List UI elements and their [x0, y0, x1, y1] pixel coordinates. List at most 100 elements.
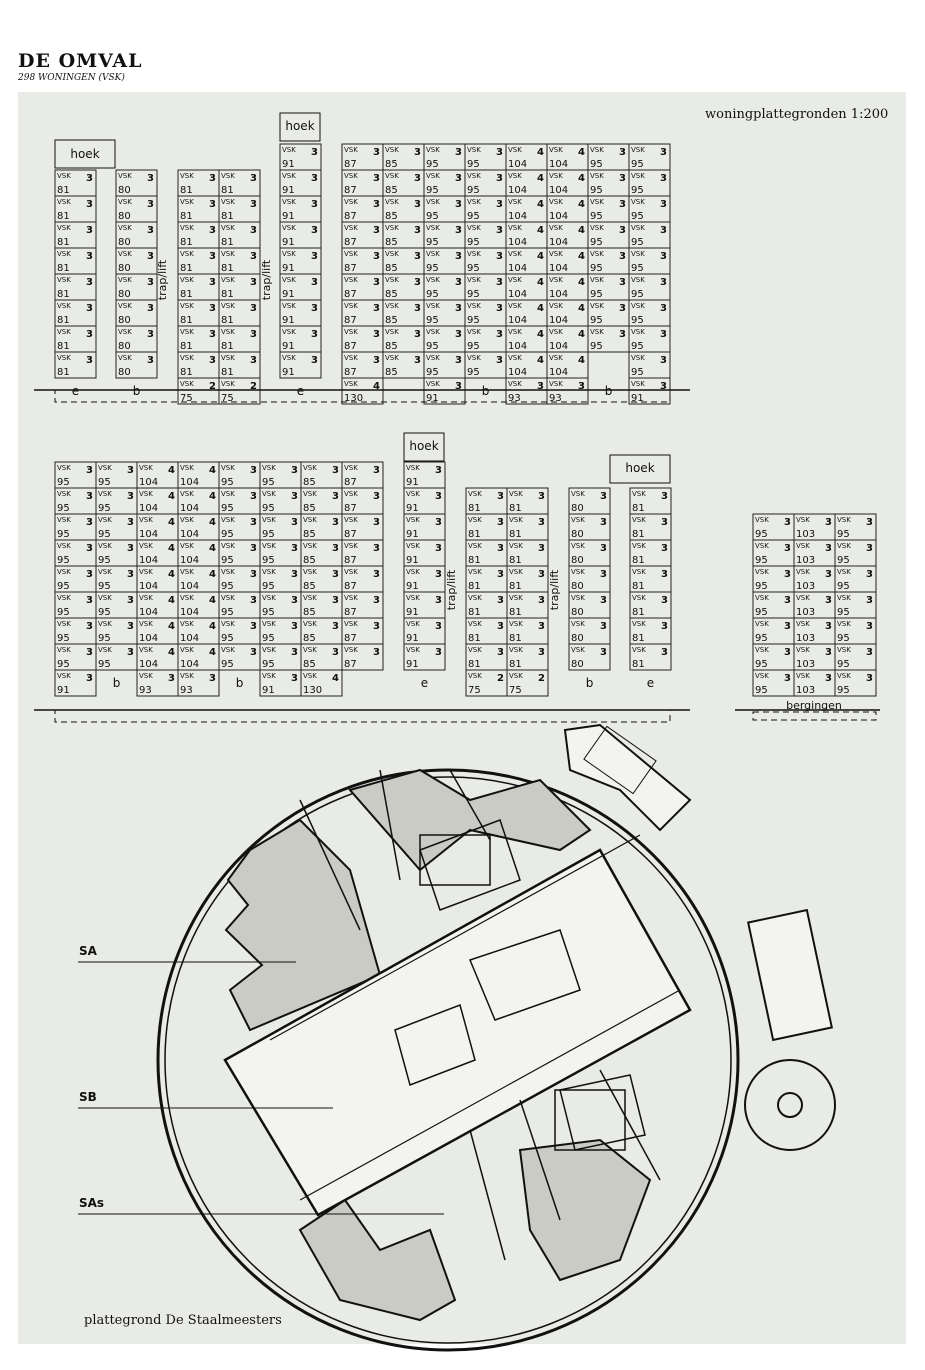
b2-bottom-6-area: 130 [303, 685, 322, 696]
b1-cell-r5-c13-area: 104 [508, 315, 527, 326]
b1-cell-r2-c11-vsk: VSK [426, 224, 440, 232]
b1-cell-r6-c13-area: 104 [508, 341, 527, 352]
b1-cell-r1-c2-area: 80 [118, 211, 131, 222]
b1-cell-r4-c13-area: 104 [508, 289, 527, 300]
zone-label-sa: SA [79, 944, 97, 958]
b1-cell-r3-c15-vsk: VSK [590, 250, 604, 258]
b2-cell-r1-c5-rooms: 3 [291, 491, 298, 502]
b1-cell-r2-c14-rooms: 4 [578, 225, 585, 236]
b1-cell-r3-c0-vsk: VSK [57, 250, 71, 258]
b1-cell-r3-c11-rooms: 3 [455, 251, 462, 262]
b1-top-c11-vsk: VSK [426, 146, 440, 154]
b1-cell-r1-c10-rooms: 3 [414, 199, 421, 210]
b1-cell-r0-c4-vsk: VSK [180, 172, 194, 180]
b1-cell-r7-c13-rooms: 4 [537, 355, 544, 366]
b2-cell-r0-c9-vsk: VSK [406, 464, 420, 472]
b2-cell-r3-c14-vsk: VSK [571, 542, 585, 550]
b2-cell-r5-c3-vsk: VSK [180, 594, 194, 602]
b2-cell-r1-c0-area: 95 [57, 503, 70, 514]
b1-top-c9-vsk: VSK [344, 146, 358, 154]
b2-bottom-9-rooms: 2 [538, 673, 545, 684]
b1-cell-r6-c9-area: 87 [344, 341, 357, 352]
b2-bottom-2-area: 93 [139, 685, 152, 696]
b1-cell-r1-c7-area: 91 [282, 211, 295, 222]
b2-cell-r2-c12-rooms: 3 [538, 517, 545, 528]
b2-cell-r5-c0-area: 95 [57, 607, 70, 618]
b1-cell-r3-c14-rooms: 4 [578, 251, 585, 262]
b1-cell-r2-c0-rooms: 3 [86, 225, 93, 236]
b1-bottom-5-rooms: 4 [373, 381, 380, 392]
b1-cell-r2-c2-rooms: 3 [147, 225, 154, 236]
b1-cell-r5-c2-vsk: VSK [118, 302, 132, 310]
b2-cell-r3-c1-vsk: VSK [98, 542, 112, 550]
b2-cell-r1-c12-area: 81 [509, 503, 522, 514]
b2-cell-r4-c2-area: 104 [139, 581, 158, 592]
b1-cell-r4-c16-rooms: 3 [660, 277, 667, 288]
b1-cell-r7-c11-area: 95 [426, 367, 439, 378]
b3-cell-r1-c2-rooms: 3 [866, 543, 873, 554]
b2-cell-r0-c2-vsk: VSK [139, 464, 153, 472]
b1-cell-r2-c15-rooms: 3 [619, 225, 626, 236]
b2-cell-r7-c7-box [341, 643, 384, 671]
b2-cell-r0-c6-rooms: 3 [332, 465, 339, 476]
b2-cell-r6-c4-rooms: 3 [250, 621, 257, 632]
b1-cell-r6-c5-rooms: 3 [250, 329, 257, 340]
b3-cell-r0-c2-rooms: 3 [866, 517, 873, 528]
b1-cell-r0-c11-rooms: 3 [455, 173, 462, 184]
b2-cell-r4-c14-vsk: VSK [571, 568, 585, 576]
b1-cell-r6-c9-vsk: VSK [344, 328, 358, 336]
b1-cell-r2-c9-rooms: 3 [373, 225, 380, 236]
b1-cell-r2-c9-area: 87 [344, 237, 357, 248]
b1-cell-r7-c14-vsk: VSK [549, 354, 563, 362]
b2-cell-r7-c1-rooms: 3 [127, 647, 134, 658]
b1-cell-r5-c13-vsk: VSK [508, 302, 522, 310]
b1-cell-r3-c12-area: 95 [467, 263, 480, 274]
b3-cell-r6-c2-area: 95 [837, 685, 850, 696]
b2-cell-r4-c3-rooms: 4 [209, 569, 216, 580]
b2-trap-label-1: trap/lift [445, 569, 458, 610]
b1-bottom-9-area: 93 [549, 393, 562, 404]
plan-spiral-stair [744, 1059, 836, 1151]
b2-cell-r0-c2-rooms: 4 [168, 465, 175, 476]
b1-cell-r4-c9-vsk: VSK [344, 276, 358, 284]
b1-bottom-5-box [341, 377, 384, 405]
b1-cell-r0-c13-vsk: VSK [508, 172, 522, 180]
b2-bottom-8-rooms: 2 [497, 673, 504, 684]
b2-cell-r2-c2-vsk: VSK [139, 516, 153, 524]
b2-bottom-3-rooms: 3 [209, 673, 216, 684]
b2-cell-r2-c9-vsk: VSK [406, 516, 420, 524]
b1-top-c15-area: 95 [590, 159, 603, 170]
plan-corridor-mid2 [299, 989, 681, 1201]
b2-cell-r1-c7-rooms: 3 [373, 491, 380, 502]
b1-cell-r5-c11-vsk: VSK [426, 302, 440, 310]
b2-cell-r3-c4-vsk: VSK [221, 542, 235, 550]
b1-cell-r5-c14-vsk: VSK [549, 302, 563, 310]
b2-bottom-tag-1: b [113, 676, 121, 690]
b2-cell-r5-c12-rooms: 3 [538, 595, 545, 606]
b2-cell-r3-c11-vsk: VSK [468, 542, 482, 550]
b1-cell-r7-c7-area: 91 [282, 367, 295, 378]
b1-cell-r5-c9-area: 87 [344, 315, 357, 326]
b1-cell-r4-c11-rooms: 3 [455, 277, 462, 288]
b2-bottom-0-area: 91 [57, 685, 70, 696]
b1-cell-r0-c10-rooms: 3 [414, 173, 421, 184]
b1-top-c14-rooms: 4 [578, 147, 585, 158]
b2-cell-r5-c1-area: 95 [98, 607, 111, 618]
b2-cell-r2-c14-area: 80 [571, 529, 584, 540]
b2-cell-r6-c12-area: 81 [509, 633, 522, 644]
b1-cell-r6-c11-rooms: 3 [455, 329, 462, 340]
b2-cell-r6-c2-area: 104 [139, 633, 158, 644]
b2-cell-r2-c11-vsk: VSK [468, 516, 482, 524]
b2-cell-r6-c6-vsk: VSK [303, 620, 317, 628]
b3-cell-r6-c1-rooms: 3 [825, 673, 832, 684]
b1-cell-r4-c0-area: 81 [57, 289, 70, 300]
b2-cell-r7-c16-vsk: VSK [632, 646, 646, 654]
b2-cell-r7-c1-vsk: VSK [98, 646, 112, 654]
b1-top-c10-area: 85 [385, 159, 398, 170]
b2-cell-r6-c1-rooms: 3 [127, 621, 134, 632]
b1-cell-r1-c9-vsk: VSK [344, 198, 358, 206]
b2-cell-r5-c6-area: 85 [303, 607, 316, 618]
b2-cell-r4-c0-rooms: 3 [86, 569, 93, 580]
b2-cell-r1-c16-vsk: VSK [632, 490, 646, 498]
b2-cell-r1-c9-vsk: VSK [406, 490, 420, 498]
